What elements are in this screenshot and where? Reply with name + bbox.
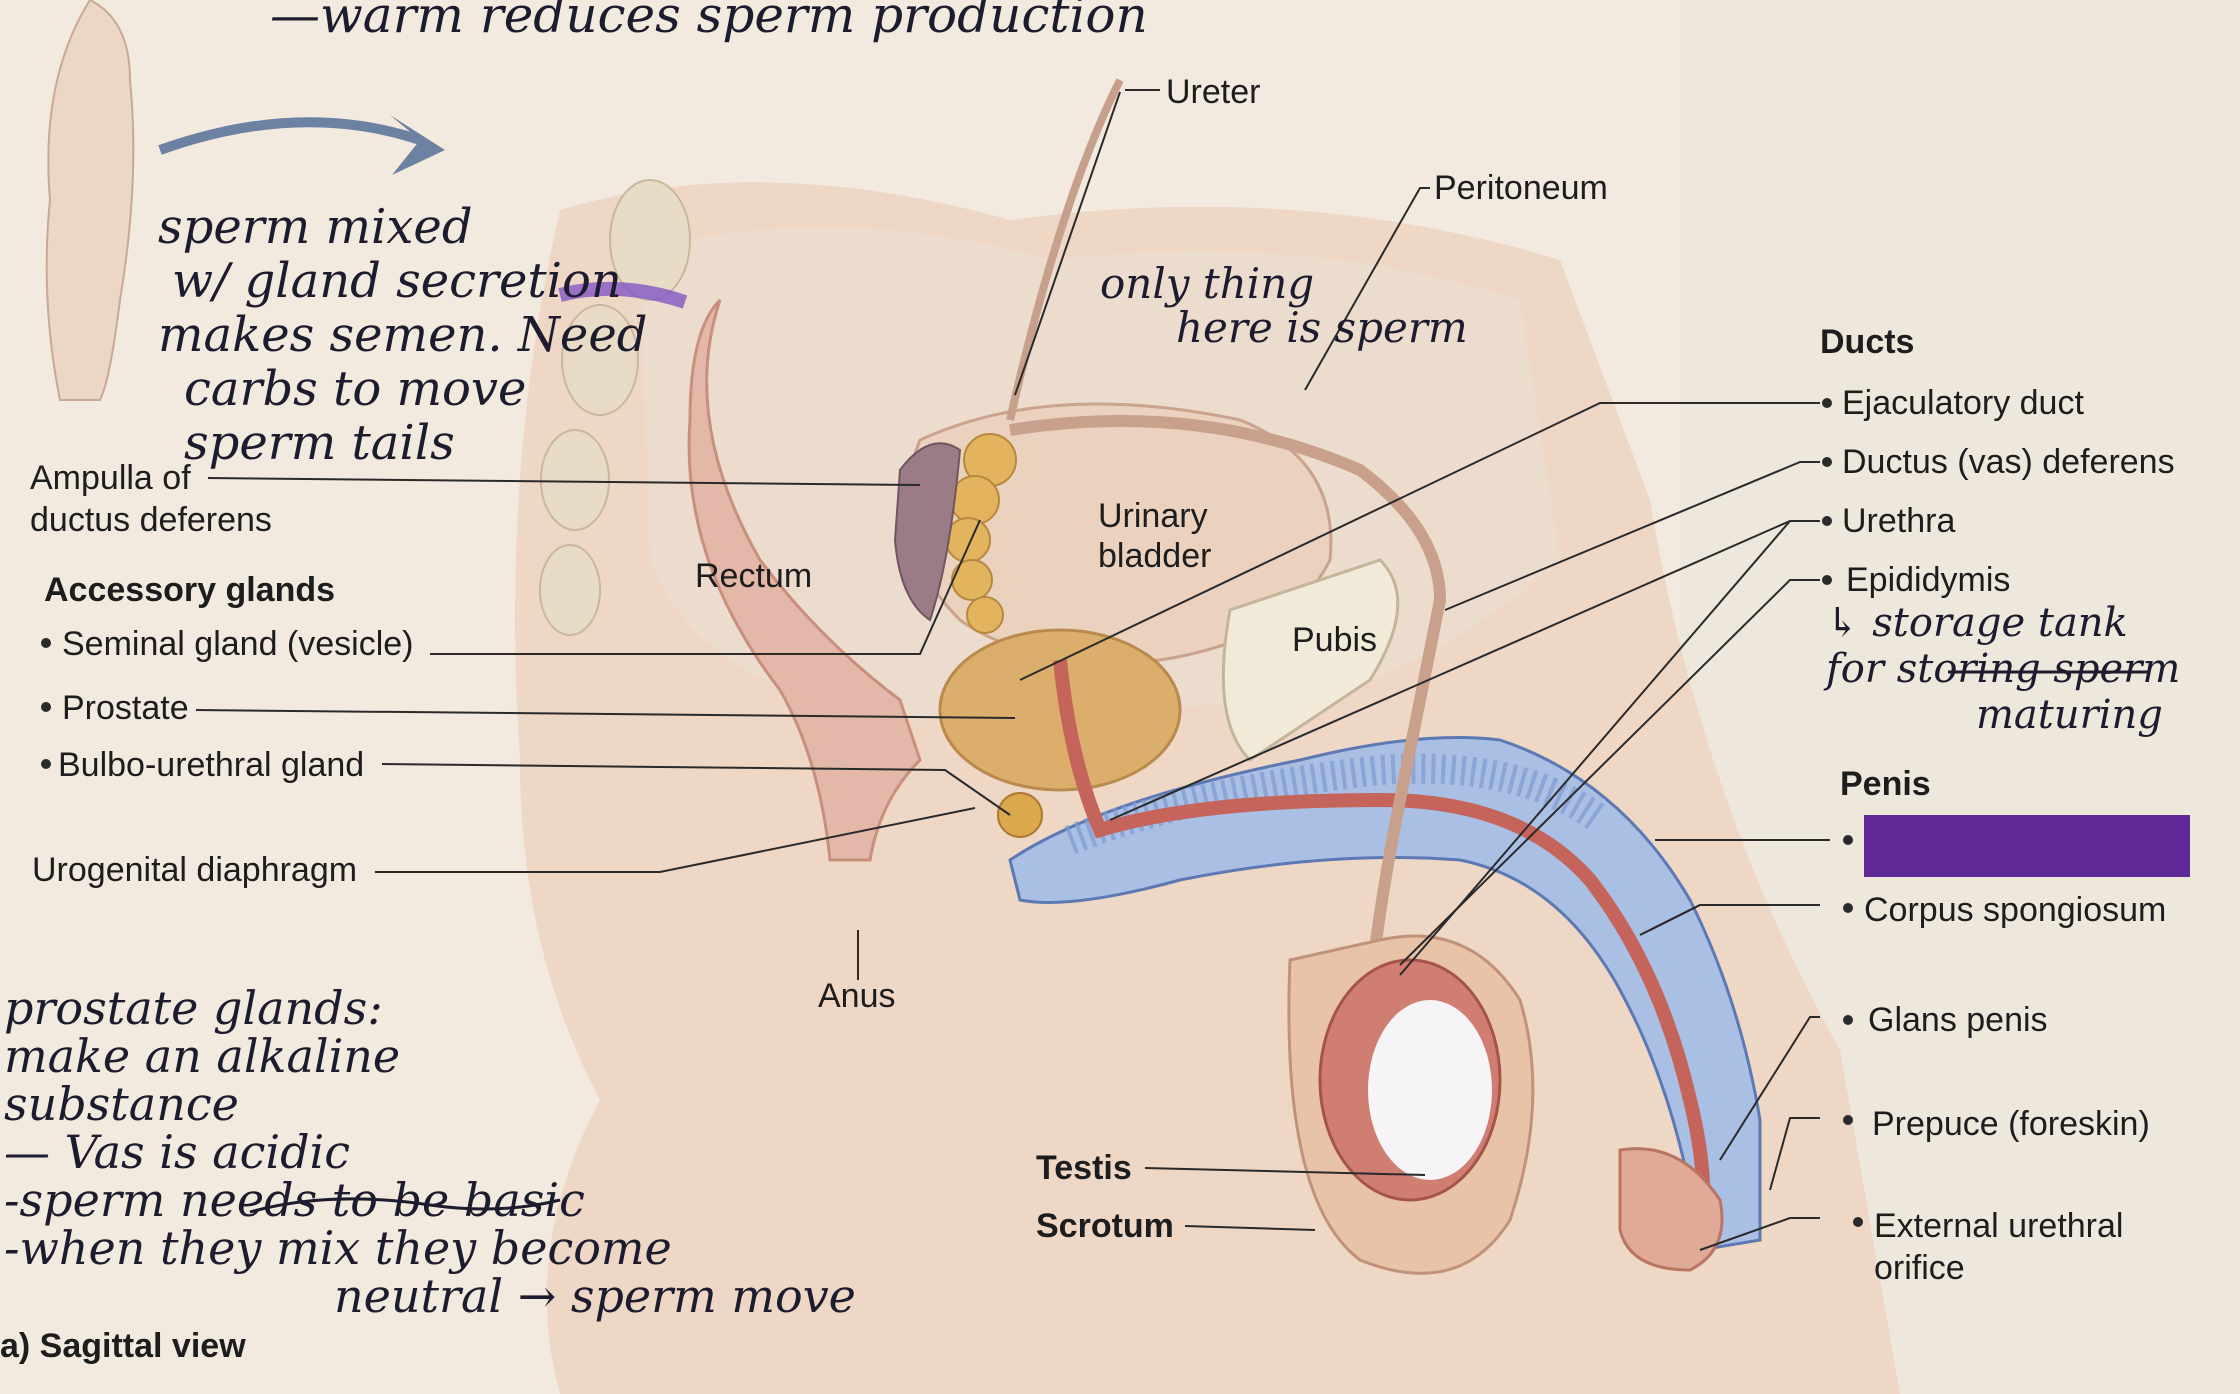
handwritten-note-semen: sperm mixed w/ gland secretion makes sem… [158,200,647,470]
handwritten-note-prostate: prostate glands: make an alkaline substa… [4,984,856,1320]
ductus-deferens-label: Ductus (vas) deferens [1842,443,2175,481]
peritoneum-label: Peritoneum [1434,169,1608,207]
handwritten-note-bladder: only thing here is sperm [1100,262,1468,350]
handwritten-line: — Vas is acidic [4,1125,351,1179]
handwritten-note-epididymis: ↳ storage tank for storing sperm maturin… [1826,600,2180,738]
seminal-gland-label: Seminal gland (vesicle) [62,625,414,663]
bladder-label-line1: Urinary [1098,497,1208,535]
corpus-spongiosum-label: Corpus spongiosum [1864,891,2167,929]
epididymis-label: Epididymis [1846,561,2011,599]
handwritten-line: here is sperm [1176,303,1468,352]
handwritten-line: carbs to move [184,361,527,417]
pubis-label: Pubis [1292,621,1378,659]
scrotum-label: Scrotum [1036,1207,1174,1245]
handwritten-line: substance [4,1077,239,1131]
prepuce-label: Prepuce (foreskin) [1872,1105,2150,1143]
penis-heading: Penis [1840,765,1931,803]
handwritten-line: sperm mixed [158,199,473,255]
figure-caption: a) Sagittal view [0,1327,246,1365]
handwritten-line: ↳ storage tank [1826,600,2128,646]
bulbo-urethral-label: Bulbo-urethral gland [58,746,365,784]
handwritten-line: maturing [1976,692,2163,738]
handwritten-line: -sperm needs to be basic [4,1173,585,1227]
glans-penis-label: Glans penis [1868,1001,2048,1039]
ampulla-label-line2: ductus deferens [30,501,272,539]
prostate-label: Prostate [62,689,189,727]
external-urethral-orifice-label-line1: External urethral [1874,1207,2124,1245]
handwritten-line: sperm tails [184,415,455,471]
redaction-box [1864,815,2190,877]
urogenital-diaphragm-label: Urogenital diaphragm [32,851,358,889]
external-urethral-orifice-label-line2: orifice [1874,1249,1965,1287]
handwritten-line: w/ gland secretion [172,253,622,309]
ducts-heading: Ducts [1820,323,1915,361]
handwritten-line: -when they mix they become [4,1221,672,1275]
handwritten-line: only thing [1100,259,1315,308]
handwritten-line: prostate glands: [4,981,383,1035]
ampulla-label-line1: Ampulla of [30,459,191,497]
handwritten-line: neutral → sperm move [334,1269,856,1323]
handwritten-line: makes semen. Need [158,307,648,363]
testis-label: Testis [1036,1149,1132,1187]
urethra-label: Urethra [1842,502,1956,540]
ejaculatory-duct-label: Ejaculatory duct [1842,384,2084,422]
handwritten-line: make an alkaline [4,1029,401,1083]
ureter-label: Ureter [1166,73,1261,111]
rectum-label: Rectum [695,557,813,595]
bladder-label-line2: bladder [1098,537,1212,575]
handwritten-note-top: —warm reduces sperm production [270,0,1148,44]
accessory-glands-heading: Accessory glands [44,571,336,609]
anus-label: Anus [818,977,896,1015]
handwritten-line: for storing sperm [1826,646,2181,692]
